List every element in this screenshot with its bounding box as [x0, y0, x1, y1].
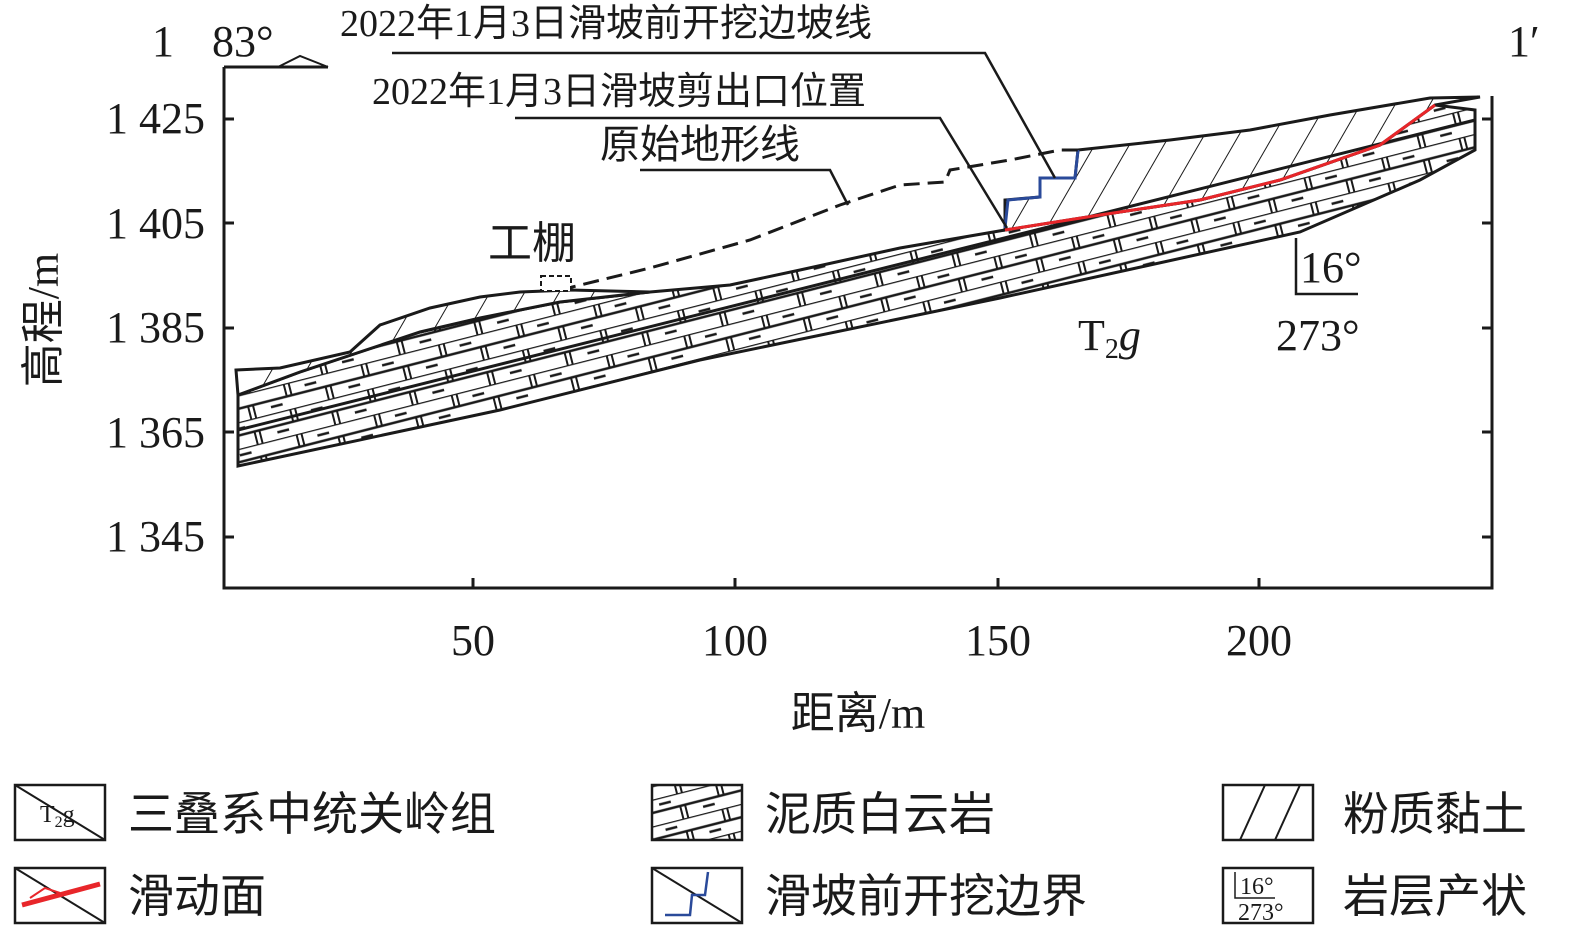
legend-item-attitude: 16° 273° 岩层产状 — [1221, 866, 1527, 926]
legend-label: 岩层产状 — [1343, 871, 1527, 922]
silty-clay-layer-left — [234, 288, 651, 398]
bedding-lines — [237, 118, 1476, 432]
direction-marker — [277, 54, 329, 68]
legend-label: 粉质黏土 — [1343, 789, 1527, 840]
legend-item-excavation: 滑坡前开挖边界 — [650, 866, 1087, 925]
ytick-label: 1 345 — [106, 512, 205, 561]
legend: T2g 三叠系中统关岭组 泥质白云岩 粉质黏土 滑动面 滑坡前开挖边界 — [13, 783, 1527, 926]
section-start-label: 1 — [152, 17, 174, 66]
slip-surface — [1004, 103, 1436, 232]
y-axis-label: 高程/m — [19, 253, 68, 387]
legend-label: 泥质白云岩 — [765, 789, 995, 840]
ytick-label: 1 365 — [106, 408, 205, 457]
x-axis-label: 距离/m — [791, 689, 925, 738]
legend-item-slip-surface: 滑动面 — [13, 866, 266, 925]
section-end-label: 1′ — [1508, 17, 1540, 66]
shear-outlet-annotation: 2022年1月3日滑坡剪出口位置 — [372, 71, 866, 113]
original-terrain-annotation: 原始地形线 — [600, 122, 800, 167]
xtick-label: 200 — [1226, 616, 1292, 665]
legend-dip: 16° — [1240, 874, 1274, 900]
dip-angle-label: 16° — [1300, 243, 1362, 292]
legend-item-formation: T2g 三叠系中统关岭组 — [13, 783, 496, 842]
y-ticks — [224, 117, 1492, 539]
xtick-label: 100 — [702, 616, 768, 665]
excavation-line-annotation: 2022年1月3日滑坡前开挖边坡线 — [340, 3, 872, 45]
dip-direction-label: 273° — [1276, 311, 1360, 360]
work-shed — [540, 275, 572, 292]
ytick-label: 1 385 — [106, 303, 205, 352]
legend-item-silty-clay: 粉质黏土 — [1221, 783, 1527, 842]
xtick-label: 50 — [451, 616, 495, 665]
excavation-boundary — [1003, 149, 1080, 229]
legend-dir: 273° — [1238, 900, 1284, 926]
xtick-label: 150 — [965, 616, 1031, 665]
leader-lines — [392, 51, 1358, 296]
formation-label: T2g — [1078, 311, 1141, 365]
ytick-label: 1 405 — [106, 199, 205, 248]
legend-label: 三叠系中统关岭组 — [128, 789, 496, 840]
azimuth-label: 83° — [212, 17, 274, 66]
legend-item-dolomite: 泥质白云岩 — [650, 783, 995, 842]
original-terrain-line — [559, 148, 1080, 292]
legend-label: 滑坡前开挖边界 — [765, 871, 1087, 922]
legend-label: 滑动面 — [128, 871, 266, 922]
ytick-label: 1 425 — [106, 94, 205, 143]
shed-label: 工棚 — [488, 219, 576, 268]
x-ticks — [471, 578, 1261, 588]
